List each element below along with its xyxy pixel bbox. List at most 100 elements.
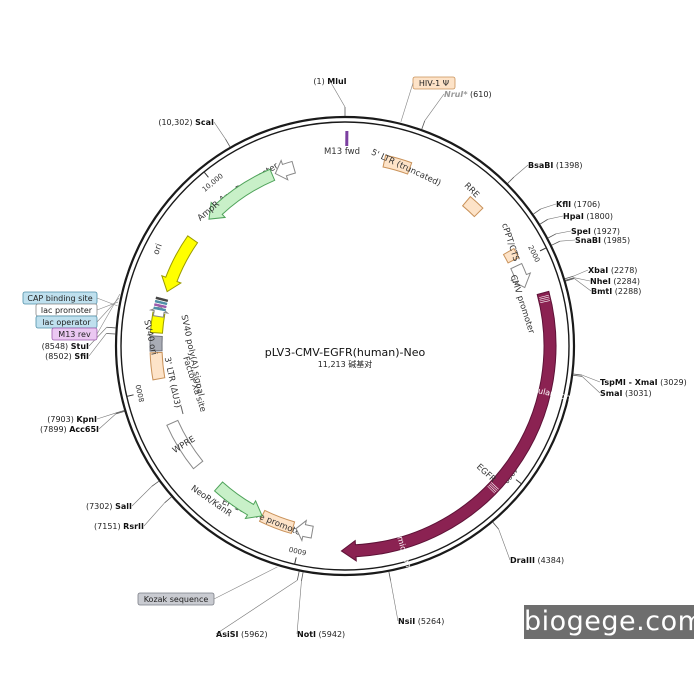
site-pos-xbai: (2278) [611,266,638,275]
site-name-tspmi: TspMI - XmaI [600,378,658,387]
site-label-acc65i: (7899) Acc65I [40,425,99,434]
site-label-draiii: DraIII (4384) [510,556,564,565]
site-tick-draiii [492,521,499,530]
site-name-sfii: SfiI [74,352,89,361]
site-name-bsabi: BsaBI [528,161,553,170]
site-leader-sali [131,486,152,507]
egfr-hatch [539,296,550,300]
site-pos-bmti: (2288) [615,287,642,296]
egfr-hatch [539,298,550,302]
boxed-label-cap: CAP binding site [22,291,118,307]
egfr-hatch [489,483,498,491]
plasmid-backbone [114,115,576,577]
site-tick-stui [106,326,116,329]
backbone-outer-circle [114,115,576,577]
site-name-kpni: KpnI [76,415,97,424]
site-tick-tspmi [573,373,583,376]
tick-label: 8000 [134,384,146,403]
arrow-cmv [510,262,532,289]
egfr-hatch [488,484,497,493]
site-label-smai: SmaI (3031) [600,389,652,398]
boxed-label-text-lacop: lac operator [42,318,91,327]
site-tick-rsrii [164,496,172,504]
site-pos-smai: (3031) [625,389,652,398]
site-label-sfii: (8502) SfiI [45,352,89,361]
site-label-nhei: NheI (2284) [590,277,640,286]
site-pos-nrui: (610) [470,90,492,99]
site-name-xbai: XbaI [588,266,608,275]
site-leader-kfli [540,203,557,210]
site-label-bsabi: BsaBI (1398) [528,161,583,170]
egfr-hatch [487,485,495,494]
site-leader-spei [555,230,572,235]
boxed-label-text-hiv1psi: HIV-1 Ψ [419,79,449,88]
site-leader-rsrii [143,502,165,527]
site-label-nrui: NruI* (610) [444,90,492,99]
site-name-stui: StuI [71,342,89,351]
site-pos-bsabi: (1398) [556,161,583,170]
site-pos-nhei: (2284) [613,277,640,286]
arrow-ef1a_arrow [295,519,314,542]
site-pos-scai: (10,302) [158,118,192,127]
site-label-rsrii: (7151) RsrII [94,522,144,531]
site-leader-kpni [96,412,116,420]
site-name-nhei: NheI [590,277,611,286]
factor-xa-marker [180,405,184,415]
site-leader-snabi [559,239,576,242]
site-pos-asisi: (5962) [241,630,268,639]
site-pos-kpni: (7903) [47,415,74,424]
site-pos-nsii: (5264) [418,617,445,626]
site-pos-kfli: (1706) [574,200,601,209]
site-leader-bmti [574,278,592,292]
plasmid-name: pLV3-CMV-EGFR(human)-Neo [265,346,426,359]
site-label-noti: NotI (5942) [297,630,345,639]
site-pos-sfii: (8502) [45,352,72,361]
site-label-xbai: XbaI (2278) [588,266,637,275]
site-name-snabi: SnaBI [575,236,601,245]
site-name-mlui: MluI [327,77,346,86]
site-label-kpni: (7903) KpnI [47,415,97,424]
site-leader-stui [88,327,107,347]
site-name-smai: SmaI [600,389,622,398]
site-tick-kpni [115,410,125,414]
egfr-hatch [491,482,499,490]
site-tick-xbai [564,275,574,280]
tick-label: 10,000 [201,172,225,194]
egfr-feature-arrow [340,290,557,562]
site-label-kfli: KflI (1706) [556,200,600,209]
site-pos-rsrii: (7151) [94,522,121,531]
arrow-ori [161,235,199,293]
site-tick-snabi [551,240,560,246]
site-tick-nsii [388,571,391,581]
backbone-inner-circle [120,121,570,571]
site-label-asisi: AsiSI (5962) [216,630,268,639]
boxed-label-leader-cap [96,297,118,307]
site-leader-tspmi [582,374,601,383]
feature-sv40polya [149,311,166,334]
site-pos-spei: (1927) [593,227,620,236]
lac-region-strip [155,296,169,303]
m13-fwd-label: M13 fwd [324,147,360,157]
site-name-acc65i: Acc65I [69,425,99,434]
site-name-draiii: DraIII [510,556,535,565]
site-tick-bmti [565,278,575,282]
boxed-label-leader-kozak [213,566,278,600]
lac-region-strip [153,303,167,309]
site-tick-sali [151,480,160,487]
site-tick-spei [547,233,557,239]
boxed-label-leader-hiv1psi [400,82,414,122]
site-name-bmti: BmtI [591,287,612,296]
site-leader-nhei [573,277,591,282]
boxed-label-text-m13rev: M13 rev [58,330,91,339]
site-leader-bsabi [513,164,529,178]
boxed-label-leader-lacprom [96,301,119,311]
site-leader-nsii [390,580,399,622]
site-name-rsrii: RsrII [123,522,144,531]
egfr-hatch [538,294,549,298]
site-tick-kfli [533,208,542,215]
tick-mark [539,247,547,252]
site-tick-bsabi [507,176,515,184]
site-label-scai: (10,302) ScaI [158,118,214,127]
feature-ltr5 [382,154,413,175]
